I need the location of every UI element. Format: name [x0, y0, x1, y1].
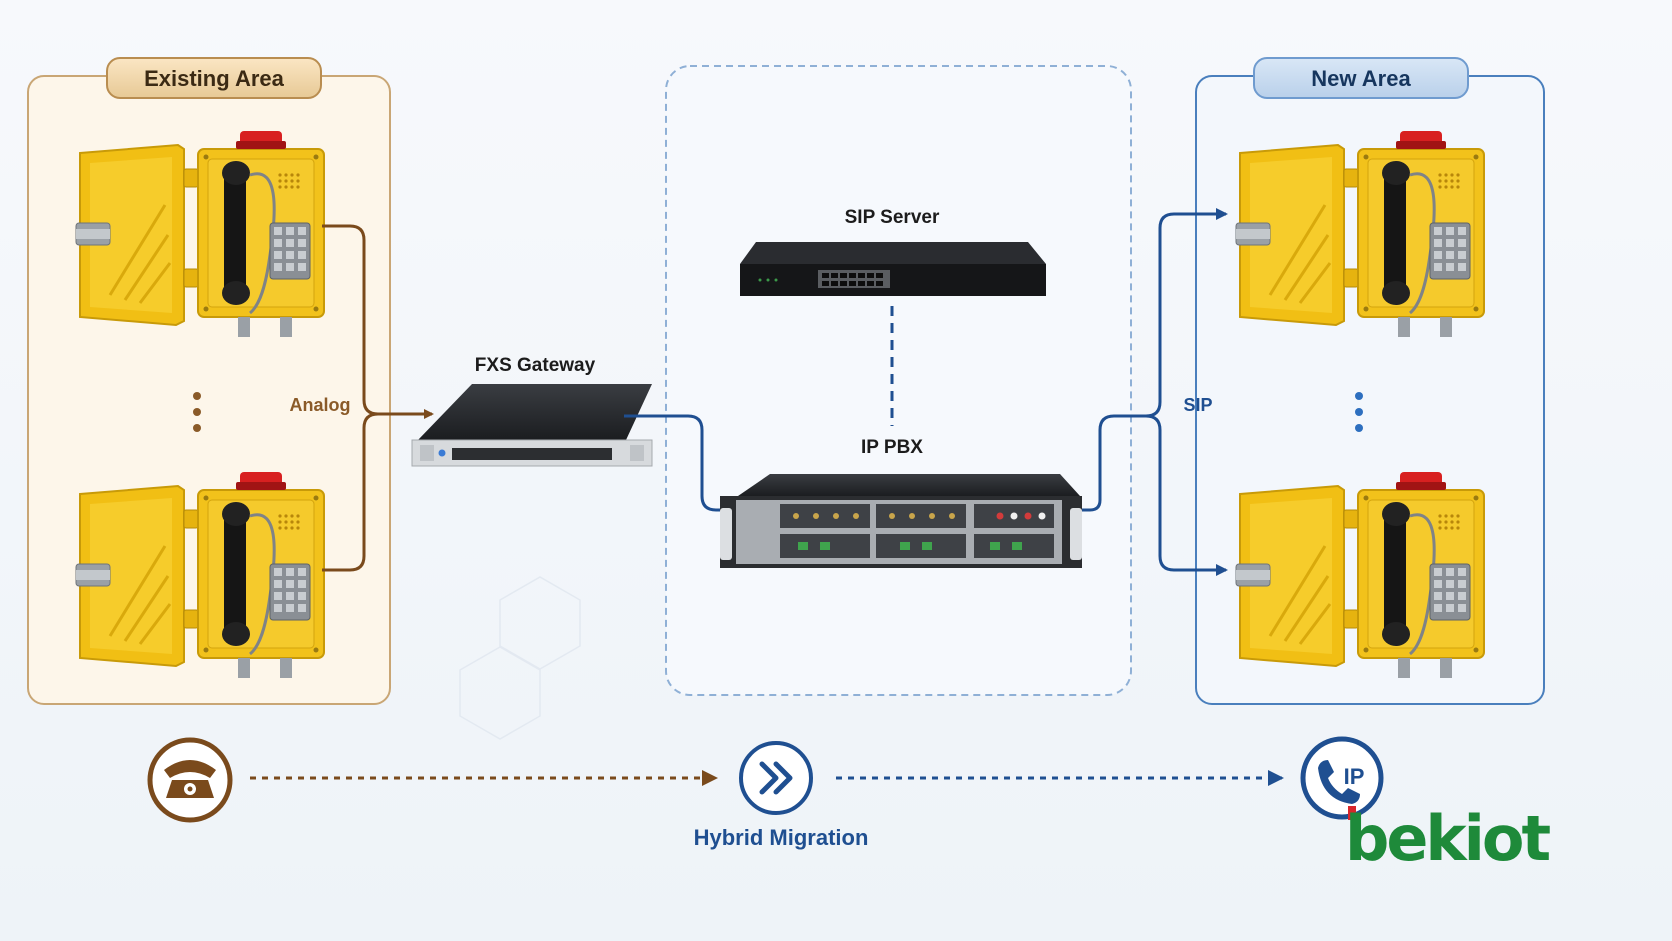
fxs-gateway-device [411, 384, 653, 467]
ip-phone-icon: IP [1300, 736, 1384, 820]
sip-connection [1082, 208, 1228, 576]
existing-area-title: Existing Area [144, 66, 285, 91]
ip-pbx-label: IP PBX [861, 437, 923, 458]
gateway-pbx-link [624, 414, 724, 512]
fxs-gateway-label: FXS Gateway [475, 355, 596, 376]
sip-server-label: SIP Server [845, 207, 940, 228]
emergency-phone-icon [74, 470, 326, 680]
new-area-title: New Area [1311, 66, 1411, 91]
migration-chevron-icon [739, 741, 813, 815]
sip-server-device [740, 242, 1046, 296]
more-phones-ellipsis [1355, 392, 1363, 432]
emergency-phone-icon [1234, 129, 1486, 339]
migration-timeline: IP Hybrid Migration [147, 736, 1384, 850]
ip-pbx-device [720, 474, 1082, 568]
emergency-phone-icon [74, 129, 326, 339]
more-phones-ellipsis [193, 392, 201, 432]
background-pattern [459, 576, 581, 740]
analog-connection [322, 224, 434, 572]
sip-label: SIP [1183, 395, 1212, 415]
brand-logo-text: bekiot [1345, 802, 1551, 875]
brand-logo: bekiot [1345, 802, 1554, 875]
migration-label: Hybrid Migration [694, 825, 869, 850]
emergency-phone-icon [1234, 470, 1486, 680]
core-network-zone [665, 65, 1132, 696]
ip-icon-text: IP [1344, 764, 1365, 789]
analog-label: Analog [290, 395, 351, 415]
analog-phone-icon [147, 737, 233, 823]
